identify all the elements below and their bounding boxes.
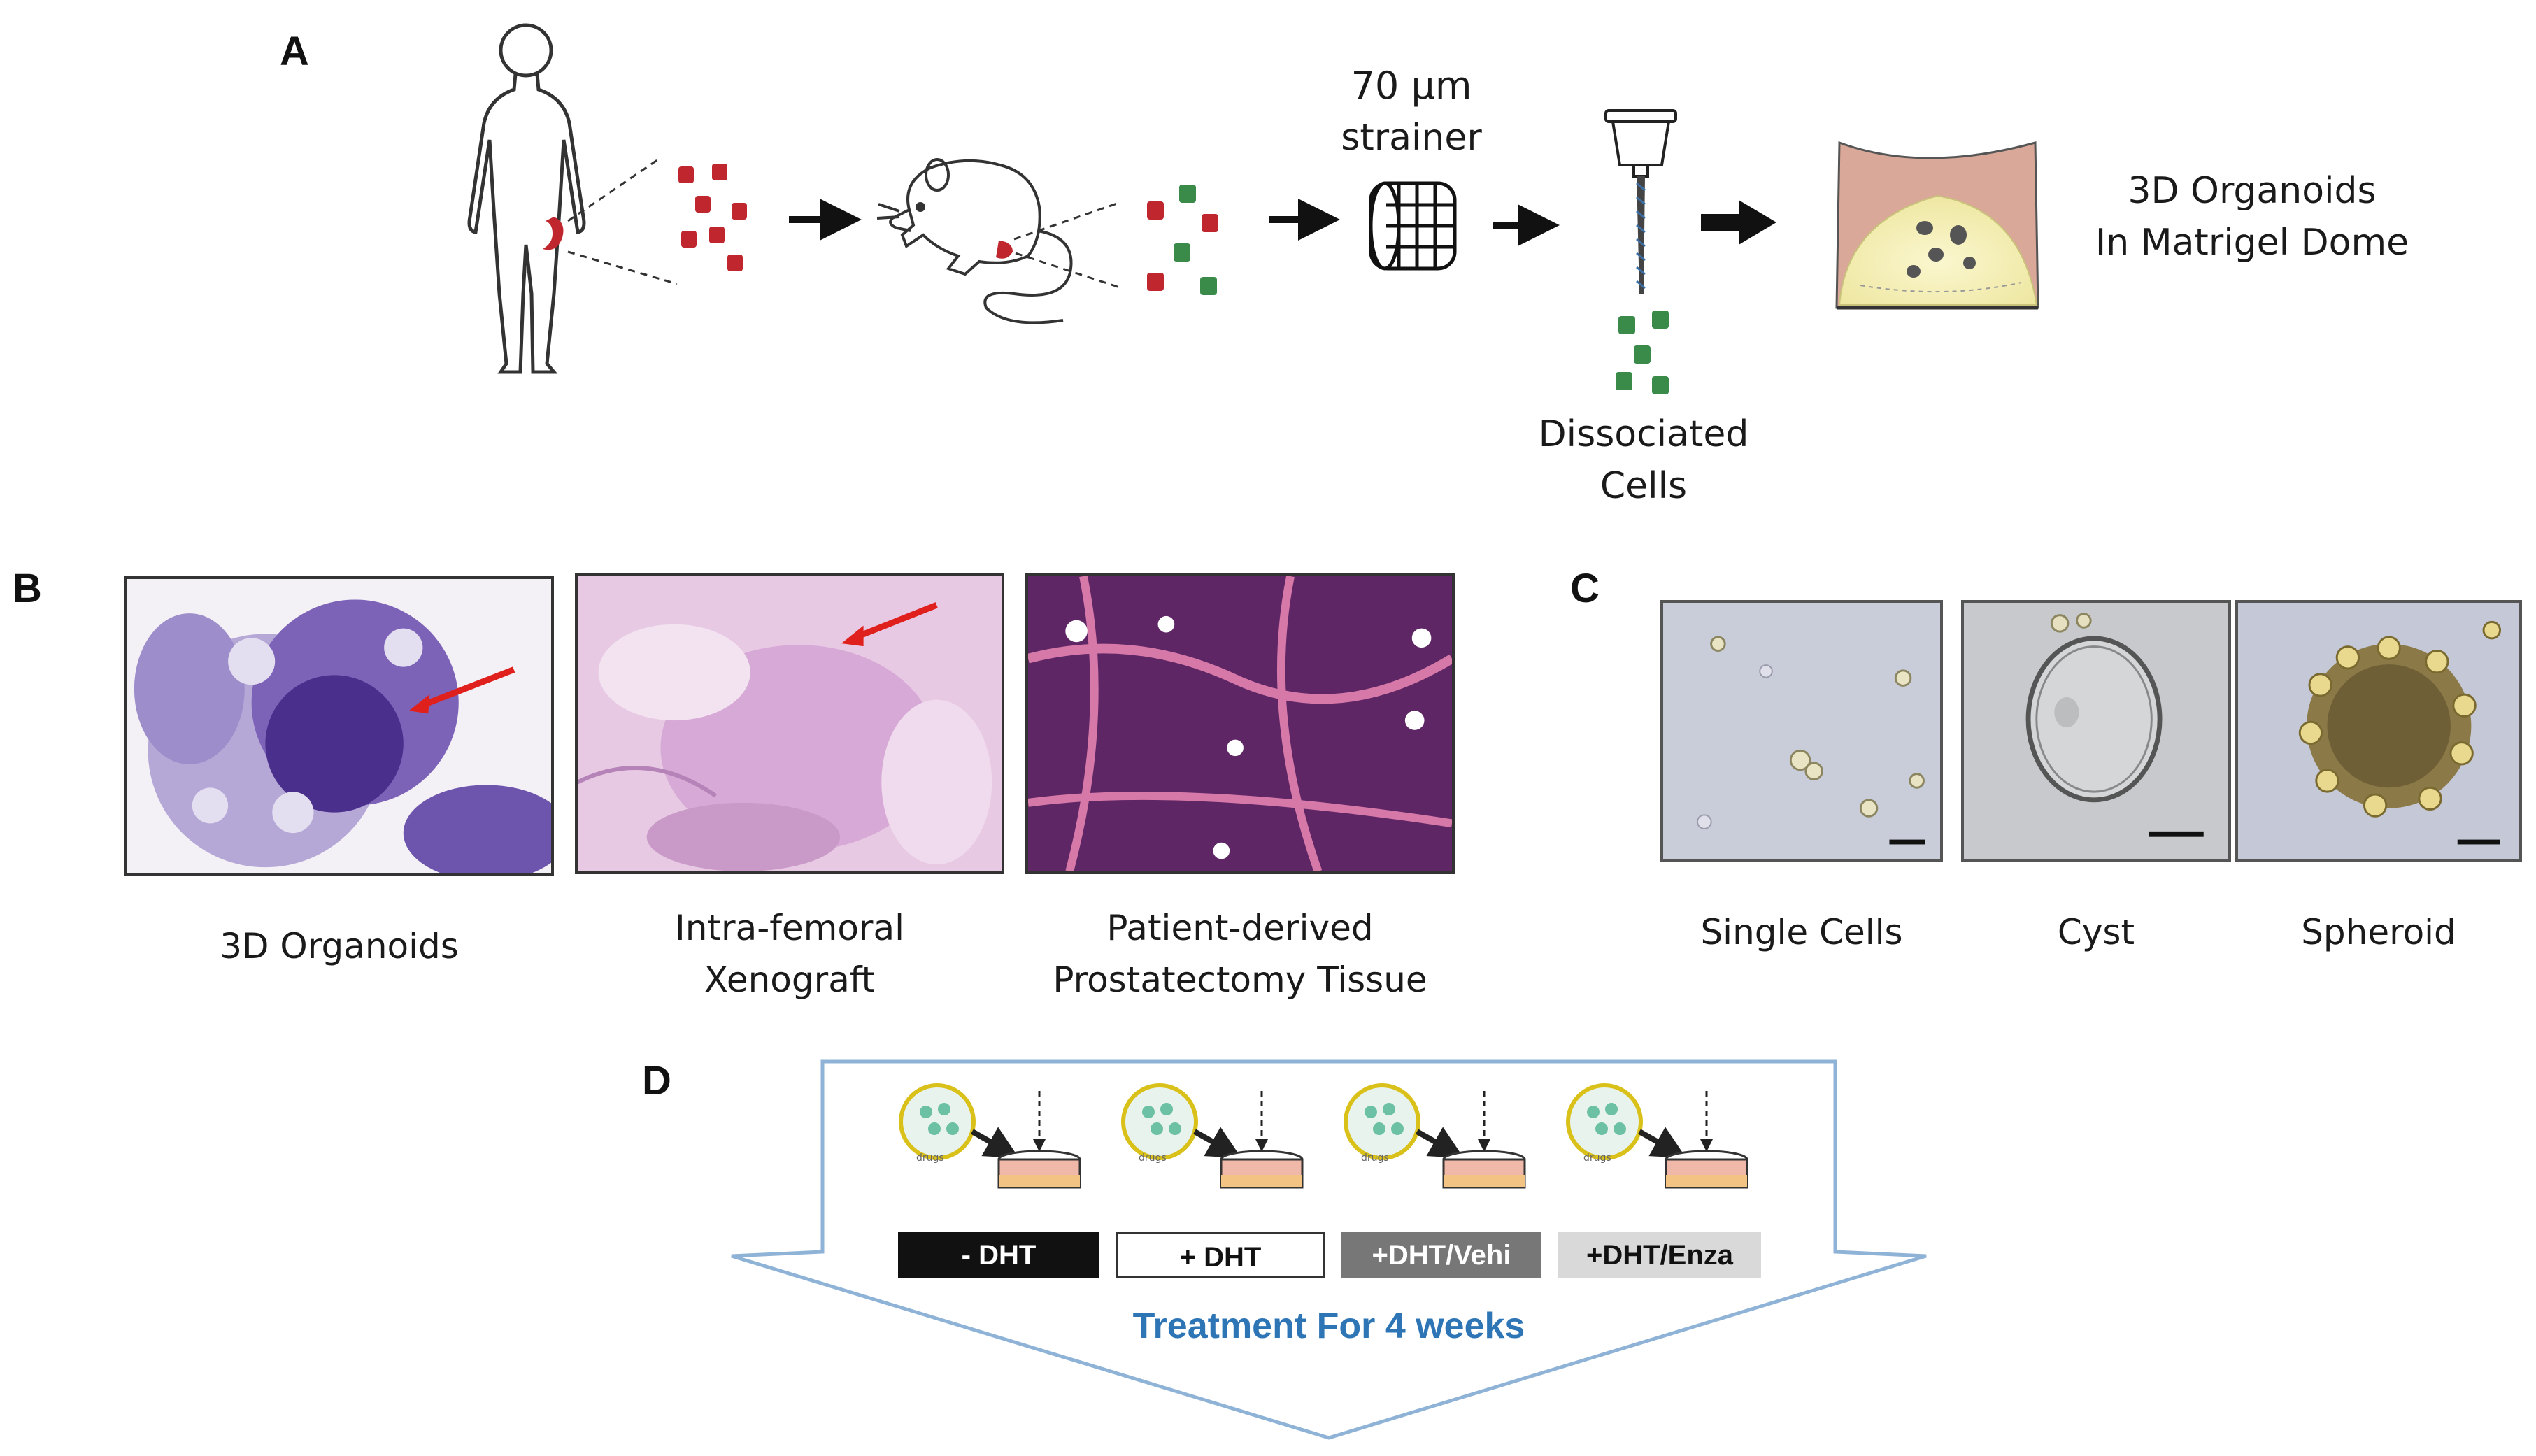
big-arrow-icon <box>1701 200 1776 245</box>
panel-label-d: D <box>642 1058 671 1104</box>
mouse-icon <box>876 158 1073 324</box>
condition-chip-enza: +DHT/Enza <box>1558 1232 1761 1278</box>
condition-chip-minus-dht: - DHT <box>898 1232 1099 1278</box>
drug-wells-row <box>899 1083 1748 1189</box>
column-needle <box>1637 176 1645 294</box>
condition-chip-plus-dht: + DHT <box>1116 1232 1325 1278</box>
well-label-3: drugs <box>1361 1152 1389 1164</box>
he-caption-xenograft-line1: Intra-femoral <box>674 908 905 948</box>
workflow-schematic <box>467 23 2039 394</box>
cell-strainer-icon <box>1369 181 1457 271</box>
he-image-xenograft <box>575 573 1004 874</box>
organoid-label-line1: 3D Organoids <box>2128 170 2377 212</box>
brightfield-single-cells <box>1660 600 1943 862</box>
condition-chip-vehicle: +DHT/Vehi <box>1341 1232 1541 1278</box>
xenograft-site-icon <box>996 241 1013 259</box>
brightfield-cyst <box>1961 600 2231 862</box>
bf-caption-cyst: Cyst <box>2057 912 2135 952</box>
well-label-1: drugs <box>916 1152 944 1164</box>
drug-well-icon-1 <box>899 1083 1081 1189</box>
panel-label-c: C <box>1570 566 1600 611</box>
he-caption-tissue-line2: Prostatectomy Tissue <box>1053 959 1427 1000</box>
human-silhouette-icon <box>467 23 586 374</box>
panel-label-a: A <box>280 29 309 74</box>
well-label-4: drugs <box>1583 1152 1611 1164</box>
well-label-2: drugs <box>1139 1152 1167 1164</box>
he-caption-organoids: 3D Organoids <box>220 926 459 966</box>
drug-well-icon-2 <box>1121 1083 1304 1189</box>
tumor-site-icon <box>543 217 564 250</box>
drug-well-icon-3 <box>1344 1083 1526 1189</box>
bf-caption-spheroid: Spheroid <box>2301 912 2456 952</box>
drug-well-icon-4 <box>1566 1083 1748 1189</box>
treatment-duration-label: Treatment For 4 weeks <box>1132 1306 1525 1346</box>
he-caption-tissue-line1: Patient-derived <box>1106 908 1374 948</box>
mixed-cells-icon <box>1147 185 1218 295</box>
strainer-size-label: 70 µm <box>1351 64 1472 108</box>
dissociated-label-line1: Dissociated <box>1538 413 1749 455</box>
dissociation-column-icon <box>1604 109 1677 178</box>
matrigel-dome-icon <box>1835 141 2039 310</box>
he-caption-xenograft-line2: Xenograft <box>704 959 876 1000</box>
patient-tumor-cells-icon <box>678 164 747 271</box>
dissociated-cells-icon <box>1616 311 1669 394</box>
strainer-label: strainer <box>1341 117 1482 159</box>
he-image-tissue <box>1025 573 1455 874</box>
he-image-organoids <box>124 576 554 876</box>
brightfield-spheroid <box>2235 600 2522 862</box>
dissociated-label-line2: Cells <box>1600 465 1688 507</box>
panel-label-b: B <box>13 566 42 611</box>
bf-caption-single-cells: Single Cells <box>1700 912 1903 952</box>
organoid-label-line2: In Matrigel Dome <box>2095 222 2409 264</box>
